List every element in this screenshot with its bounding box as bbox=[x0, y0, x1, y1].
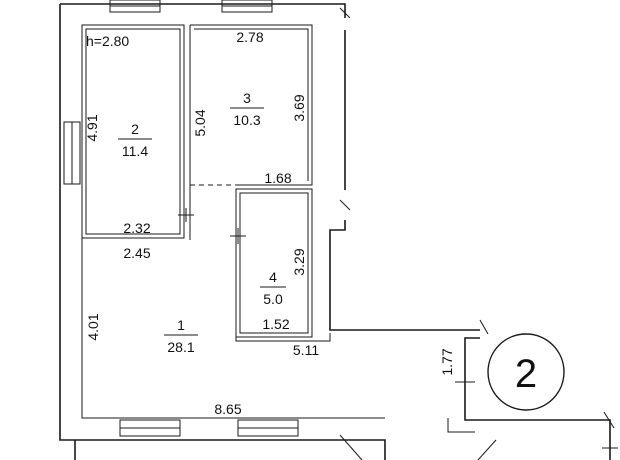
dim-room1-width-mid: 5.11 bbox=[293, 342, 319, 358]
unit-number: 2 bbox=[515, 352, 537, 396]
outer-wall-left bbox=[59, 4, 386, 460]
room-3-area: 10.3 bbox=[233, 112, 260, 128]
room-1-id: 1 bbox=[177, 317, 185, 333]
dim-room4-height: 3.29 bbox=[291, 248, 307, 275]
room-4-id: 4 bbox=[269, 269, 277, 285]
room-3-outline bbox=[189, 24, 313, 240]
ceiling-height-label: h=2.80 bbox=[86, 33, 129, 49]
room-2-outline bbox=[81, 24, 185, 239]
dim-room2-height: 4.91 bbox=[84, 114, 100, 141]
dim-room3-width-bottom: 1.68 bbox=[264, 170, 291, 186]
dim-room1-width-top: 2.45 bbox=[123, 245, 150, 261]
dim-room1-width-bottom: 8.65 bbox=[214, 401, 241, 417]
room-4-area: 5.0 bbox=[263, 291, 283, 307]
room-4-outline bbox=[235, 188, 313, 338]
room-4-inner bbox=[239, 192, 309, 334]
room-3-inner bbox=[194, 28, 309, 181]
dim-room2-width-bottom: 2.32 bbox=[123, 220, 150, 236]
opening-ticks bbox=[178, 7, 618, 449]
unit-number-circle bbox=[487, 333, 565, 411]
corridor-wall bbox=[235, 333, 331, 342]
room-3-id: 3 bbox=[243, 90, 251, 106]
dim-room3-height-right: 3.69 bbox=[291, 94, 307, 121]
room-2-inner bbox=[85, 28, 181, 235]
room-2-area: 11.4 bbox=[122, 143, 148, 159]
dim-room3-width-top: 2.78 bbox=[236, 29, 263, 45]
door-swing-bottom bbox=[339, 434, 363, 460]
room-2-id: 2 bbox=[131, 121, 139, 137]
dim-stair-height: 1.77 bbox=[439, 348, 455, 375]
room-1-area: 28.1 bbox=[167, 339, 194, 355]
dim-room1-height: 4.01 bbox=[85, 313, 101, 340]
dim-room4-width: 1.52 bbox=[262, 316, 289, 332]
door-swing-bottom-2 bbox=[477, 439, 497, 460]
dim-room3-height-left: 5.04 bbox=[192, 109, 208, 136]
outer-wall bbox=[60, 3, 611, 460]
